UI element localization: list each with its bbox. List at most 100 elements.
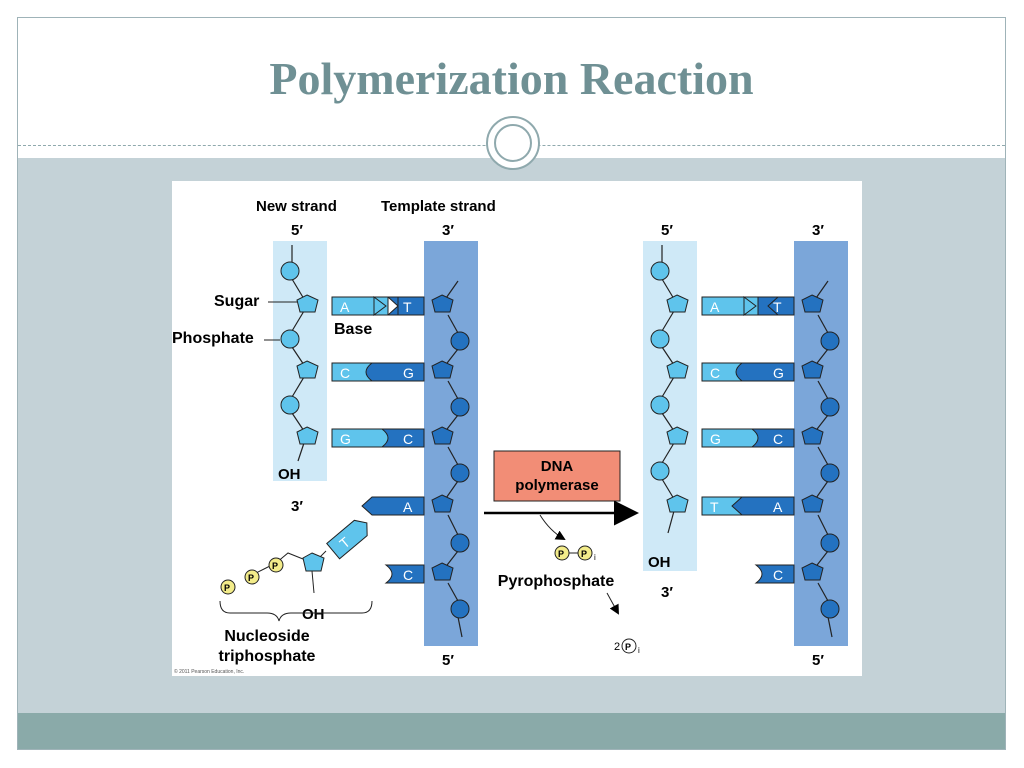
new-strand-3prime: 3′ [291, 498, 303, 515]
template-strand-label: Template strand [381, 198, 496, 215]
sugar-pentagon [666, 494, 689, 513]
pyrophosphate-label: Pyrophosphate [498, 573, 615, 590]
sugar-pentagon [431, 294, 454, 313]
template-strand-5prime: 5′ [442, 652, 454, 669]
sugar-pentagon [801, 562, 824, 581]
two-label: 2 [614, 641, 620, 653]
new-strand-label: New strand [256, 198, 337, 215]
after-new-strand-3prime: 3′ [661, 584, 673, 601]
sugar-pentagon [801, 294, 824, 313]
base-label: Base [334, 321, 372, 338]
circle-ornament-icon [486, 116, 540, 170]
phosphate-circle [450, 463, 470, 483]
phosphate-circle [450, 397, 470, 417]
phosphate-circle [820, 599, 840, 619]
new-base-letter: C [710, 365, 720, 381]
phosphate-symbol: P [248, 573, 254, 583]
base-pair-row: C G [331, 362, 425, 382]
phosphate-yellow-circle [244, 569, 260, 585]
new-base-letter: G [340, 431, 351, 447]
sugar-pentagon [666, 426, 689, 445]
sugar-pentagon [801, 360, 824, 379]
new-base-letter: G [710, 431, 721, 447]
copyright-text: © 2011 Pearson Education, Inc. [174, 668, 244, 675]
phosphate-symbol: P [224, 583, 230, 593]
slide-frame: Polymerization Reaction New strand Templ… [17, 17, 1006, 750]
enzyme-label-line1: DNA [541, 458, 574, 475]
after-template-5prime: 5′ [812, 652, 824, 669]
after-base-pair-row: G C [701, 428, 795, 448]
phosphate-circle [820, 397, 840, 417]
footer-bar [18, 713, 1005, 749]
sugar-pentagon [431, 360, 454, 379]
phosphate-circle-white [621, 638, 637, 654]
incoming-oh-label: OH [302, 606, 325, 623]
after-base-pair-row: T A [701, 496, 795, 516]
phosphate-symbol: P [272, 561, 278, 571]
after-template-3prime: 3′ [812, 222, 824, 239]
phosphate-circle [280, 329, 300, 349]
inorganic-subscript: i [594, 553, 596, 562]
template-base-letter: G [403, 365, 414, 381]
sugar-pentagon [296, 426, 319, 445]
new-base-letter: T [710, 499, 719, 515]
after-unpaired-template-base: C [754, 564, 795, 584]
after-new-strand-backbone [661, 245, 675, 534]
unpaired-template-base: C [384, 564, 425, 584]
after-base-pair-row: A T [701, 296, 795, 316]
phosphate-circle [280, 395, 300, 415]
phosphate-circle [450, 533, 470, 553]
new-base-letter: A [340, 299, 350, 315]
new-base-letter: C [340, 365, 350, 381]
new-strand-5prime: 5′ [291, 222, 303, 239]
dna-polymerase-box [493, 450, 621, 502]
phosphate-circle [650, 395, 670, 415]
template-base-letter: A [773, 499, 783, 515]
phosphate-circle [650, 461, 670, 481]
sugar-pentagon [296, 360, 319, 379]
sugar-label: Sugar [214, 293, 259, 310]
sugar-pentagon [431, 426, 454, 445]
template-base-letter: T [773, 299, 782, 315]
oh-label: OH [278, 466, 301, 483]
new-strand-backbone [291, 245, 305, 462]
nucleoside-label-line1: Nucleoside [224, 628, 309, 645]
sugar-pentagon [296, 294, 319, 313]
phosphate-yellow-circle [577, 545, 593, 561]
release-arrow [539, 514, 566, 540]
nucleoside-triphosphate: T OH P P P Nucleoside triphosphate [219, 519, 373, 665]
sugar-pentagon [666, 360, 689, 379]
unpaired-template-base: A [361, 496, 425, 516]
new-base-letter: A [710, 299, 720, 315]
phosphate-yellow-circle [220, 579, 236, 595]
after-base-pair-row: C G [701, 362, 795, 382]
phosphate-circle [820, 533, 840, 553]
inorganic-subscript: i [638, 646, 640, 655]
sugar-pentagon [431, 494, 454, 513]
template-base-letter: C [403, 431, 413, 447]
after-new-strand-5prime: 5′ [661, 222, 673, 239]
template-base-letter: C [403, 567, 413, 583]
template-strand-3prime: 3′ [442, 222, 454, 239]
template-base-letter: G [773, 365, 784, 381]
circle-ornament-inner [494, 124, 532, 162]
phosphate-circle [450, 331, 470, 351]
new-strand-background [273, 241, 327, 481]
dna-polymerization-figure: New strand Template strand 5′ 3′ [172, 181, 862, 676]
template-base-letter: C [773, 567, 783, 583]
nucleoside-label-line2: triphosphate [219, 648, 316, 665]
phosphate-yellow-circle [268, 557, 284, 573]
phosphate-symbol: P [625, 642, 631, 652]
template-base-letter: T [403, 299, 412, 315]
phosphate-symbol: P [558, 549, 564, 559]
phosphate-circle [820, 463, 840, 483]
sugar-pentagon [801, 494, 824, 513]
sugar-pentagon [431, 562, 454, 581]
sugar-pentagon [302, 552, 325, 572]
phosphate-symbol: P [581, 549, 587, 559]
sugar-pentagon [666, 294, 689, 313]
base-pair-row: G C [331, 428, 425, 448]
phosphate-circle [450, 599, 470, 619]
hydrolysis-arrow [606, 592, 619, 615]
figure-svg: New strand Template strand 5′ 3′ [172, 198, 848, 675]
